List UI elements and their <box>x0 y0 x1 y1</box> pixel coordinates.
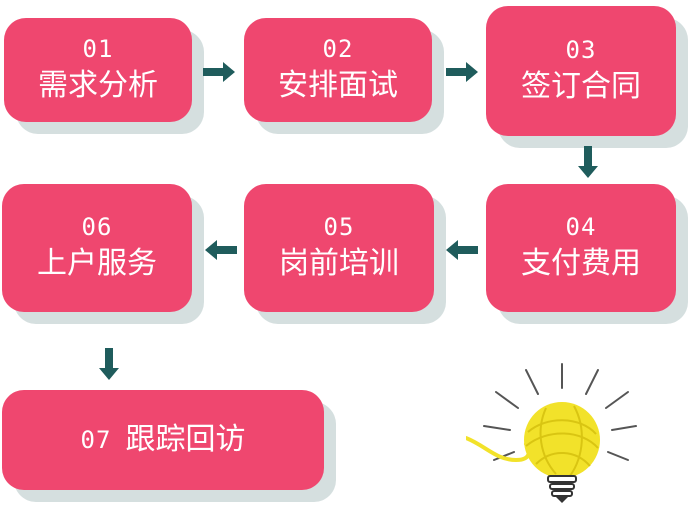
step-04: 04 支付费用 <box>486 184 676 312</box>
step-07: 07 跟踪回访 <box>2 390 324 490</box>
step-number: 06 <box>81 213 113 241</box>
step-number: 03 <box>565 36 597 64</box>
step-number: 07 <box>80 426 112 454</box>
arrow-left-icon <box>446 240 478 260</box>
step-label: 支付费用 <box>521 246 641 281</box>
step-number: 04 <box>565 213 597 241</box>
step-06: 06 上户服务 <box>2 184 192 312</box>
arrow-down-icon <box>99 348 119 380</box>
arrow-down-icon <box>578 146 598 178</box>
step-01: 01 需求分析 <box>4 18 192 122</box>
step-03: 03 签订合同 <box>486 6 676 136</box>
step-label: 岗前培训 <box>279 246 399 281</box>
step-label: 签订合同 <box>521 69 641 104</box>
arrow-right-icon <box>203 62 235 82</box>
arrow-right-icon <box>446 62 478 82</box>
step-number: 01 <box>82 35 114 63</box>
step-label: 上户服务 <box>37 246 157 281</box>
arrow-left-icon <box>205 240 237 260</box>
step-label: 需求分析 <box>38 68 158 103</box>
step-number: 05 <box>323 213 355 241</box>
step-number: 02 <box>322 35 354 63</box>
step-02: 02 安排面试 <box>244 18 432 122</box>
step-label: 安排面试 <box>278 68 398 103</box>
lightbulb-yarn-icon <box>466 363 637 503</box>
step-label: 跟踪回访 <box>125 422 246 457</box>
step-05: 05 岗前培训 <box>244 184 434 312</box>
